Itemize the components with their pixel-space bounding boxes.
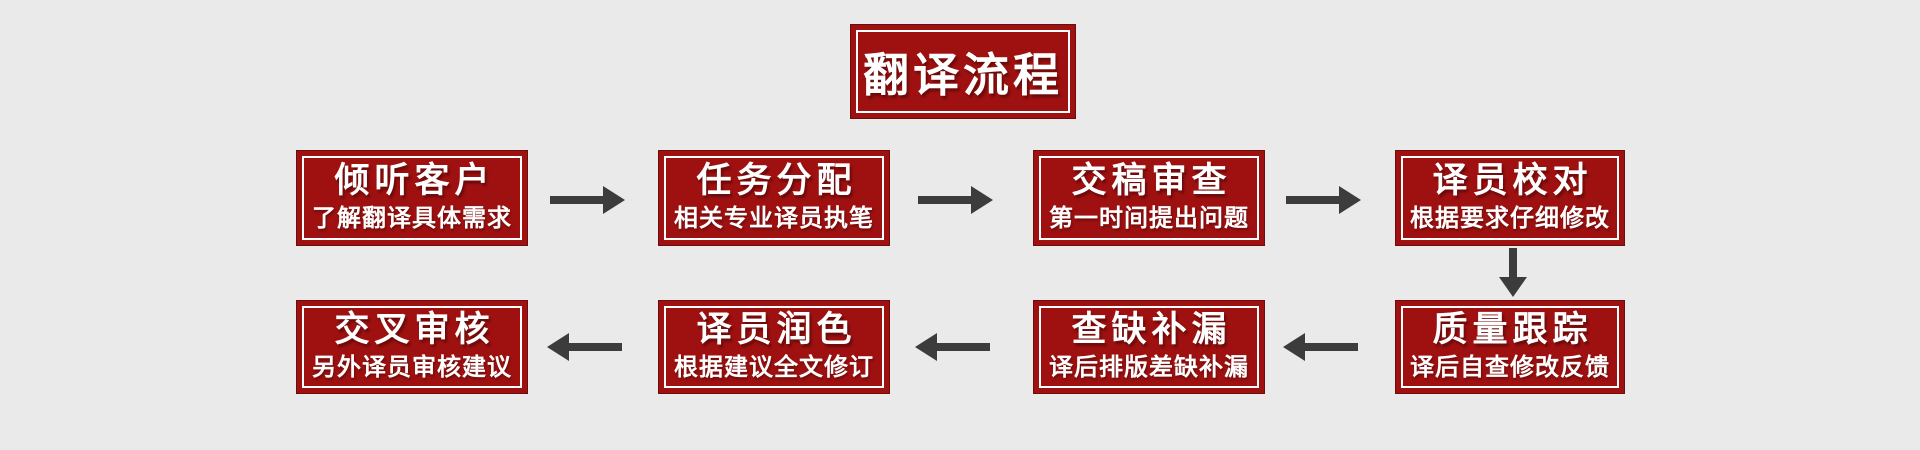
flowchart-title-box: 翻译流程 [850,24,1076,119]
step-title: 倾听客户 [334,161,495,201]
step-subtitle: 相关专业译员执笔 [674,204,874,232]
step-title: 质量跟踪 [1432,310,1593,350]
arrow-right-icon [1286,186,1361,214]
step-box-task-assignment: 任务分配 相关专业译员执笔 [658,150,890,246]
step-title: 交稿审查 [1071,161,1232,201]
arrow-head [1339,186,1361,214]
arrow-left-icon [547,333,622,361]
arrow-left-icon [1283,333,1358,361]
step-title: 交叉审核 [334,310,495,350]
step-box-listen-customer: 倾听客户 了解翻译具体需求 [296,150,528,246]
flowchart-title: 翻译流程 [863,48,1063,101]
arrow-head [603,186,625,214]
arrow-shaft [918,196,971,204]
step-box-cross-review: 交叉审核 另外译员审核建议 [296,300,528,394]
arrow-head [1499,277,1527,297]
arrow-head [971,186,993,214]
arrow-head [547,333,569,361]
step-subtitle: 了解翻译具体需求 [312,204,512,232]
step-subtitle: 译后自查修改反馈 [1410,353,1610,381]
step-subtitle: 另外译员审核建议 [312,353,512,381]
arrow-head [1283,333,1305,361]
step-box-translator-polishing: 译员润色 根据建议全文修订 [658,300,890,394]
arrow-shaft [1286,196,1339,204]
step-subtitle: 根据建议全文修订 [674,353,874,381]
step-subtitle: 第一时间提出问题 [1049,204,1249,232]
step-subtitle: 译后排版差缺补漏 [1049,353,1249,381]
arrow-head [915,333,937,361]
step-title: 译员润色 [696,310,857,350]
arrow-right-icon [550,186,625,214]
arrow-shaft [569,343,622,351]
arrow-right-icon [918,186,993,214]
step-title: 译员校对 [1432,161,1593,201]
arrow-down-icon [1499,248,1527,297]
arrow-shaft [550,196,603,204]
arrow-shaft [1509,248,1517,277]
step-title: 查缺补漏 [1071,310,1232,350]
arrow-left-icon [915,333,990,361]
arrow-shaft [1305,343,1358,351]
step-box-translator-proofreading: 译员校对 根据要求仔细修改 [1395,150,1625,246]
step-box-submission-review: 交稿审查 第一时间提出问题 [1033,150,1265,246]
step-title: 任务分配 [696,161,857,201]
arrow-shaft [937,343,990,351]
step-box-check-gaps: 查缺补漏 译后排版差缺补漏 [1033,300,1265,394]
step-box-quality-tracking: 质量跟踪 译后自查修改反馈 [1395,300,1625,394]
step-subtitle: 根据要求仔细修改 [1410,204,1610,232]
